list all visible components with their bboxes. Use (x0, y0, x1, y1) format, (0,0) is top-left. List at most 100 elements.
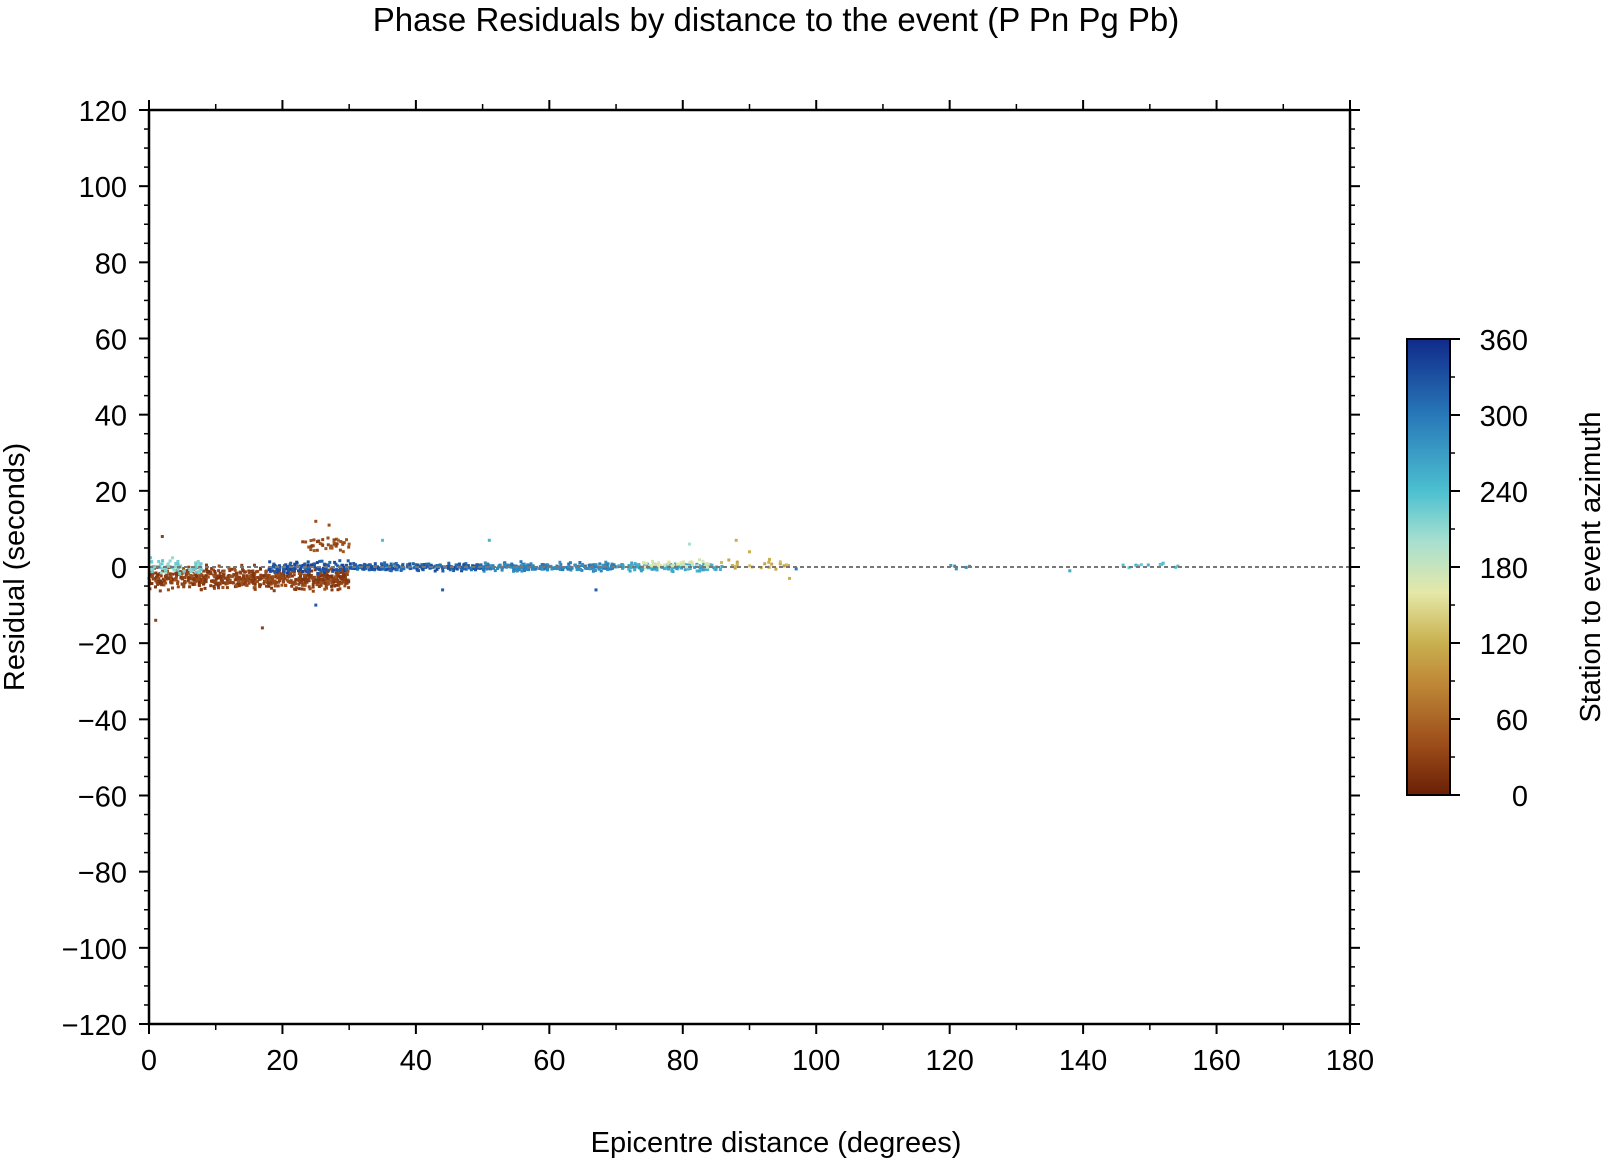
data-point (733, 566, 737, 570)
data-point (323, 581, 327, 585)
data-point (154, 585, 157, 589)
data-point (293, 563, 297, 567)
data-point (333, 584, 337, 588)
data-point (314, 603, 318, 607)
data-point (195, 578, 199, 582)
data-point (558, 560, 562, 564)
data-point (651, 559, 654, 563)
data-point (698, 558, 701, 562)
data-point (311, 582, 315, 586)
data-point (246, 579, 250, 583)
y-tick-label: 40 (95, 401, 127, 433)
data-point (530, 567, 534, 571)
data-point (301, 540, 305, 544)
data-point (307, 545, 311, 549)
data-point (367, 568, 371, 572)
data-point (368, 563, 372, 567)
data-point (683, 568, 687, 572)
data-point (176, 568, 180, 572)
data-point (159, 579, 163, 583)
data-point (770, 562, 774, 566)
data-point (342, 574, 346, 578)
data-point (294, 586, 298, 590)
data-point (319, 574, 323, 578)
data-point (299, 567, 303, 571)
data-point (299, 569, 303, 573)
data-point (345, 573, 349, 576)
data-point (664, 566, 668, 570)
data-point (181, 583, 185, 587)
data-point (458, 562, 461, 566)
data-point (338, 580, 342, 584)
data-point (323, 574, 326, 578)
data-point (193, 582, 197, 586)
data-point (657, 563, 661, 567)
data-point (400, 567, 404, 571)
data-point (256, 576, 260, 579)
data-point (212, 586, 216, 590)
data-point (205, 563, 208, 567)
data-point (235, 584, 239, 588)
data-point (303, 583, 307, 587)
data-point (519, 560, 523, 564)
data-point (242, 582, 246, 586)
data-point (166, 569, 169, 573)
data-point (274, 574, 278, 578)
data-point (346, 578, 350, 582)
data-point (160, 583, 164, 587)
data-point (353, 567, 357, 571)
data-point (544, 563, 548, 567)
data-point (325, 586, 329, 590)
data-point (194, 561, 198, 565)
data-point (688, 542, 691, 546)
data-point (447, 563, 451, 567)
data-point (655, 566, 659, 570)
data-point (601, 563, 605, 567)
data-point (156, 577, 160, 581)
data-point (209, 572, 213, 576)
data-point (156, 573, 160, 577)
data-point (1174, 565, 1178, 569)
data-point (269, 582, 273, 586)
data-point (155, 579, 158, 583)
data-point (160, 581, 163, 585)
data-point (277, 572, 281, 576)
data-point (166, 588, 170, 592)
data-point (283, 576, 287, 580)
data-point (259, 583, 262, 587)
data-point (382, 567, 386, 571)
data-point (330, 588, 334, 592)
data-point (238, 570, 242, 574)
data-point (679, 561, 683, 565)
data-point (433, 564, 437, 568)
data-point (610, 564, 614, 568)
data-point (349, 566, 352, 570)
data-point (679, 563, 683, 567)
data-point (174, 562, 178, 565)
data-point (606, 568, 610, 571)
data-point (730, 564, 734, 567)
data-point (154, 575, 158, 579)
data-point (575, 568, 579, 572)
data-point (244, 583, 248, 587)
data-point (287, 575, 291, 579)
data-point (380, 567, 384, 571)
data-point (214, 577, 218, 581)
data-point (338, 566, 342, 570)
data-point (200, 581, 204, 584)
data-point (356, 567, 360, 571)
y-tick-label: −120 (62, 1010, 127, 1042)
colorbar-tick-label: 360 (1480, 325, 1528, 357)
data-point (228, 581, 232, 585)
data-point (203, 577, 207, 581)
data-point (784, 563, 788, 567)
data-point (245, 574, 249, 578)
data-point (466, 564, 470, 568)
data-point (356, 565, 360, 569)
data-point (233, 566, 237, 570)
data-point (182, 585, 186, 589)
data-point (412, 566, 416, 570)
data-point (233, 568, 237, 572)
data-point (267, 581, 271, 585)
data-point (496, 567, 499, 570)
